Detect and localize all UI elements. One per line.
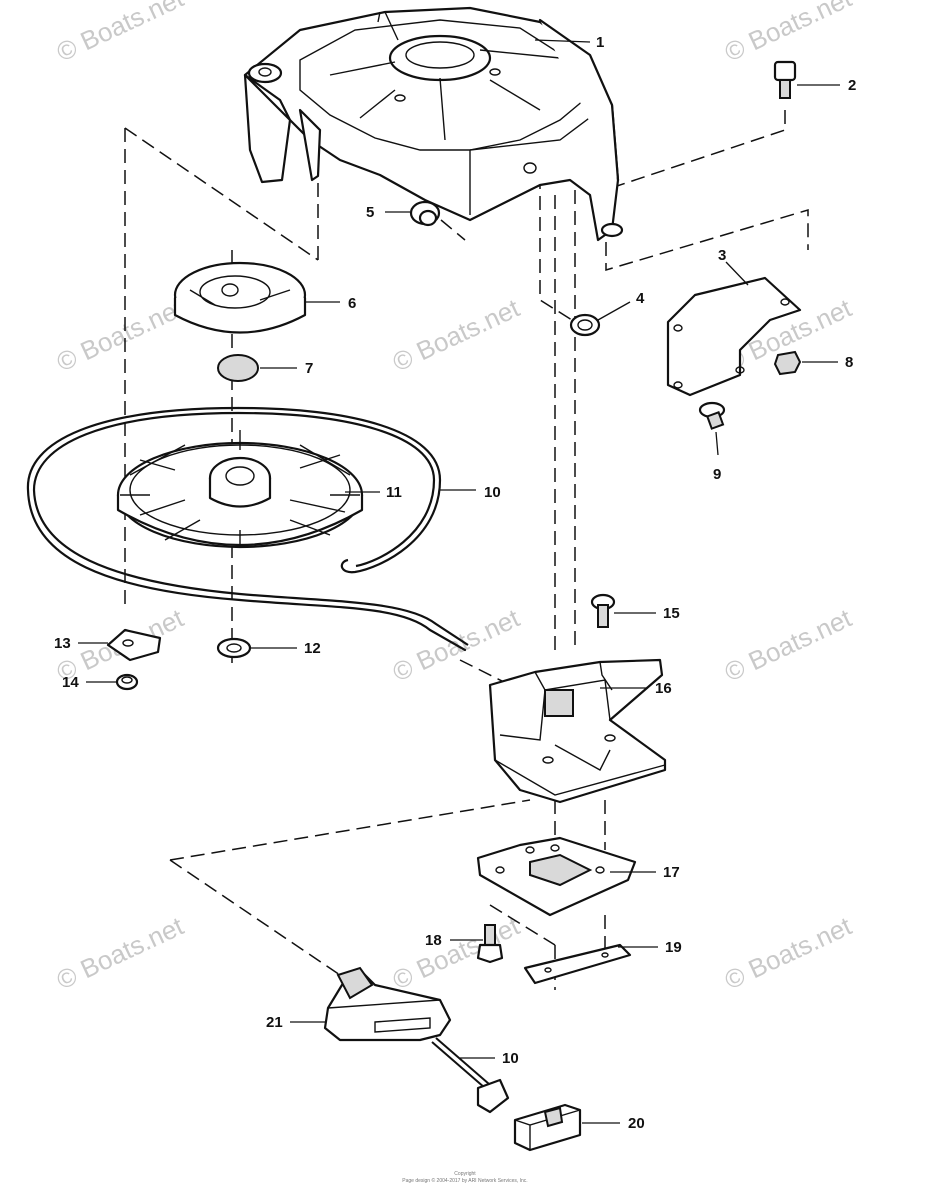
callout-3: 3 (718, 247, 726, 264)
callouts: 1 2 3 4 5 6 7 8 9 10 11 12 13 14 15 16 1… (54, 34, 856, 1132)
washer-part-12 (216, 637, 252, 659)
bolt-part-15 (590, 593, 616, 628)
screw-part-18 (476, 924, 504, 964)
cap-part-7 (217, 354, 259, 382)
callout-16: 16 (655, 680, 672, 697)
callout-11: 11 (386, 484, 402, 501)
callout-20: 20 (628, 1115, 645, 1132)
starter-housing (243, 6, 624, 242)
handle-part-21 (323, 966, 452, 1042)
watermark: © Boats.net (720, 0, 857, 67)
callout-10-rope: 10 (502, 1050, 519, 1067)
callout-18: 18 (425, 932, 442, 949)
callout-19: 19 (665, 939, 682, 956)
callout-21: 21 (266, 1014, 283, 1031)
rope-part-10 (26, 406, 469, 652)
leader-lines (78, 39, 840, 1124)
watermark: © Boats.net (52, 0, 189, 67)
rope-end-part-10 (431, 1037, 510, 1114)
callout-9: 9 (713, 466, 721, 483)
rope-guide-part-16 (488, 658, 667, 804)
callout-8: 8 (845, 354, 853, 371)
watermark: © Boats.net (720, 910, 857, 995)
callout-4: 4 (636, 290, 645, 307)
callout-2: 2 (848, 77, 856, 94)
copyright: Copyright Page design © 2004-2017 by ARI… (402, 1171, 527, 1184)
watermark: © Boats.net (720, 602, 857, 687)
callout-10: 10 (484, 484, 501, 501)
callout-12: 12 (304, 640, 321, 657)
screw-part-14 (115, 673, 139, 691)
callout-1: 1 (596, 34, 604, 51)
plate-part-17 (476, 836, 637, 917)
watermark: © Boats.net (388, 910, 525, 995)
strip-part-19 (523, 943, 632, 985)
pulley-part-11 (116, 430, 364, 549)
callout-5: 5 (366, 204, 374, 221)
callout-14: 14 (62, 674, 79, 691)
watermark: © Boats.net (52, 292, 189, 377)
callout-13: 13 (54, 635, 71, 652)
watermark: © Boats.net (388, 292, 525, 377)
callout-17: 17 (663, 864, 680, 881)
block-part-20 (513, 1103, 582, 1152)
screw-part-9 (698, 401, 726, 430)
nut-part-8 (773, 350, 802, 376)
grommet-part-5 (409, 200, 441, 227)
lock-plate-part-13 (106, 628, 162, 662)
assembly-lines (124, 110, 809, 990)
watermark: © Boats.net (52, 910, 189, 995)
bracket-part-3 (666, 276, 802, 397)
callout-7: 7 (305, 360, 313, 377)
pawl-plate-part-6 (173, 261, 307, 334)
copyright-line-1: Copyright (454, 1171, 476, 1177)
copyright-line-2: Page design © 2004-2017 by ARI Network S… (402, 1177, 527, 1184)
callout-6: 6 (348, 295, 356, 312)
callout-15: 15 (663, 605, 680, 622)
washer-part-4 (569, 313, 601, 337)
bolt-part-2 (773, 60, 797, 99)
